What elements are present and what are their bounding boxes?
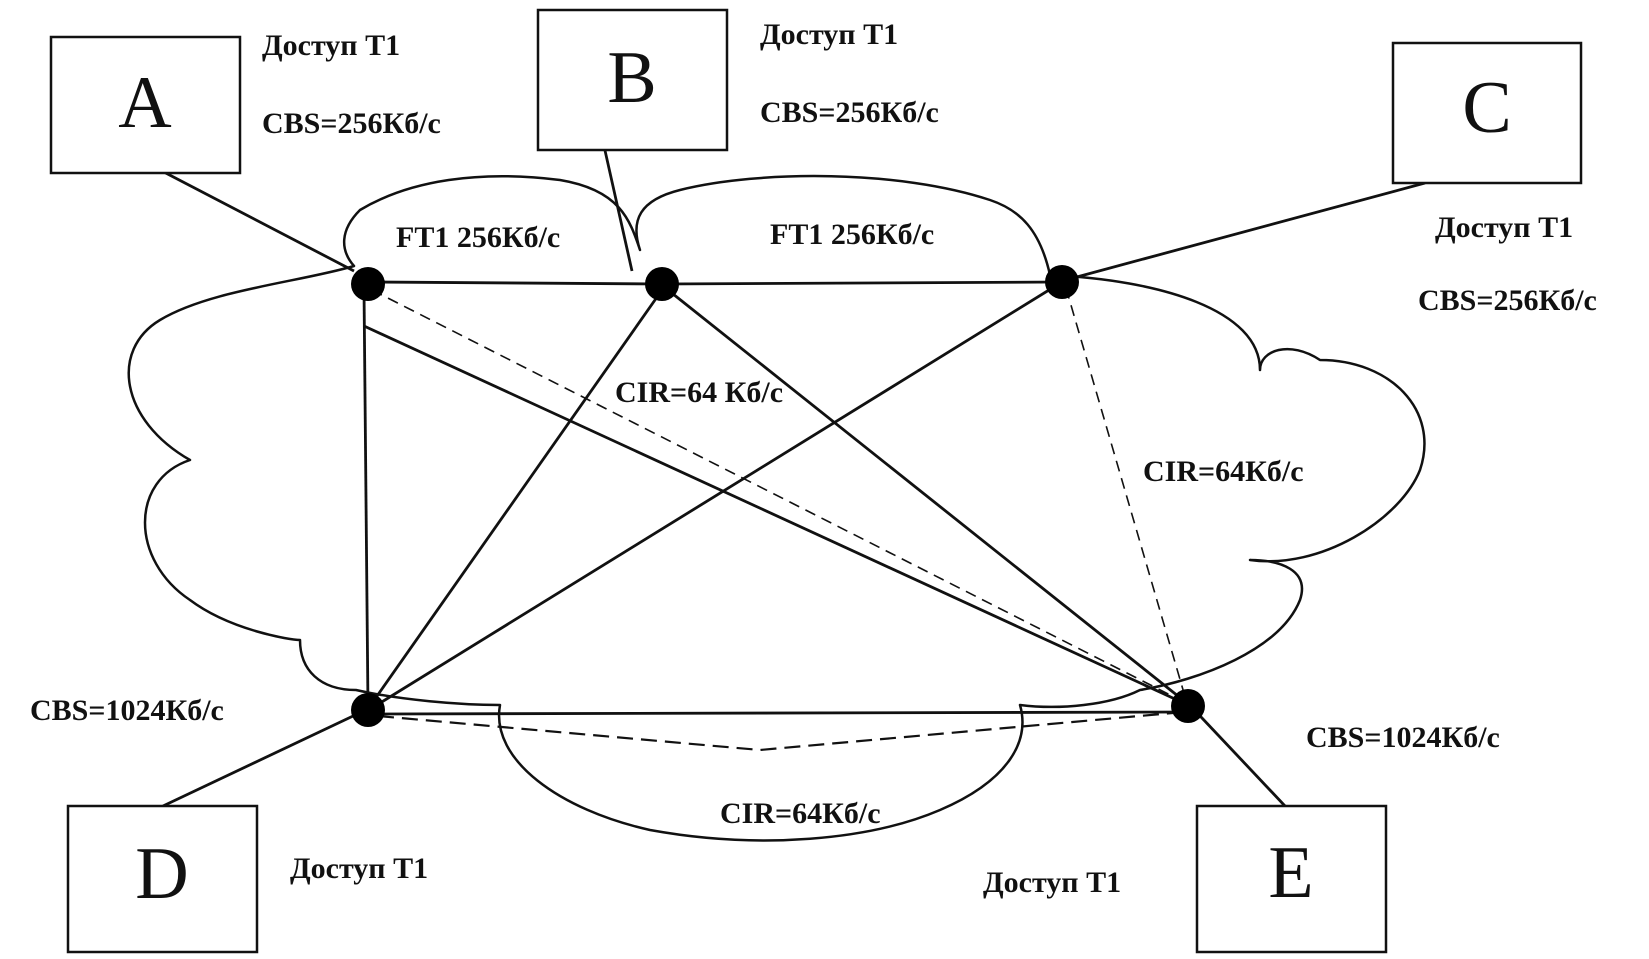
access-line-b xyxy=(602,145,634,272)
node-e: E xyxy=(1195,804,1388,954)
trunk-a-d xyxy=(362,289,370,709)
node-b-cbs-label: CBS=256Кб/с xyxy=(760,96,939,129)
node-d: D xyxy=(66,804,259,954)
node-b-access-label: Доступ T1 xyxy=(760,18,898,51)
cir-right-label: CIR=64Кб/с xyxy=(1143,455,1304,488)
link-bc-label: FT1 256Кб/с xyxy=(770,218,934,251)
trunk-b-d xyxy=(368,289,664,707)
node-d-cbs-label: CBS=1024Кб/с xyxy=(30,694,224,727)
node-b-letter: B xyxy=(607,37,656,119)
node-c-letter: C xyxy=(1462,67,1511,149)
pvc-c-e xyxy=(1065,287,1187,701)
trunk-b-c xyxy=(661,280,1063,286)
trunk-b-e xyxy=(667,288,1189,706)
node-d-letter: D xyxy=(135,833,188,915)
switch-d xyxy=(351,693,385,727)
switch-b xyxy=(645,267,679,301)
node-b: B xyxy=(536,8,729,152)
switch-c xyxy=(1045,265,1079,299)
node-e-access-label: Доступ T1 xyxy=(983,866,1121,899)
node-e-letter: E xyxy=(1268,832,1313,914)
cir-center-label: CIR=64 Кб/с xyxy=(615,376,783,409)
cir-bottom-label: CIR=64Кб/с xyxy=(720,797,881,830)
access-line-e xyxy=(1183,699,1287,807)
node-a-cbs-label: CBS=256Кб/с xyxy=(262,107,441,140)
node-c-access-label: Доступ T1 xyxy=(1435,211,1573,244)
node-a: A xyxy=(49,35,242,175)
pvc-d-e xyxy=(377,710,1185,752)
node-a-access-label: Доступ T1 xyxy=(262,29,400,62)
trunk-a-b xyxy=(369,280,663,286)
pvc-a-e xyxy=(371,289,1189,705)
node-c: C xyxy=(1391,41,1583,185)
trunk-a-e xyxy=(363,324,1189,707)
link-ab-label: FT1 256Кб/с xyxy=(396,221,560,254)
switch-a xyxy=(351,267,385,301)
node-a-letter: A xyxy=(118,62,171,144)
node-d-access-label: Доступ T1 xyxy=(290,852,428,885)
trunk-c-d xyxy=(371,280,1063,710)
network-cloud xyxy=(127,174,1426,842)
access-line-a xyxy=(159,168,355,273)
switch-e xyxy=(1171,689,1205,723)
node-e-cbs-label: CBS=1024Кб/с xyxy=(1306,721,1500,754)
access-line-c xyxy=(1061,181,1426,283)
access-line-d xyxy=(162,706,371,808)
trunk-d-e xyxy=(371,710,1189,716)
node-c-cbs-label: CBS=256Кб/с xyxy=(1418,284,1597,317)
